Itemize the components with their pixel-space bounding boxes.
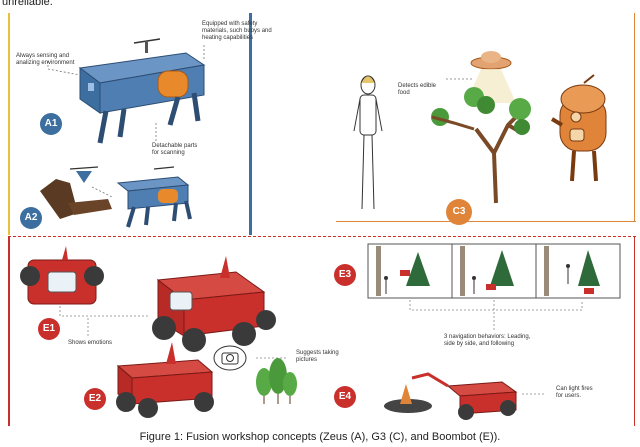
g3-scene [336, 13, 640, 235]
panel-c: Detects edible food C3 [336, 13, 640, 235]
note-emotions: Shows emotions [68, 340, 112, 347]
note-safety: Equipped with safety materials, such buo… [202, 21, 272, 42]
note-navigation: 3 navigation behaviors: Leading, side by… [444, 334, 530, 348]
badge-c3: C3 [446, 199, 472, 225]
figure-caption: Figure 1: Fusion workshop concepts (Zeus… [0, 431, 640, 443]
panel-e: Shows emotions Suggests taking pictures … [8, 236, 638, 426]
note-sensing: Always sensing and analizing environment [16, 53, 74, 67]
badge-e3: E3 [334, 264, 356, 286]
top-text: unreliable. [2, 0, 53, 8]
note-detachable: Detachable parts for scanning [152, 143, 197, 157]
badge-e4: E4 [334, 386, 356, 408]
badge-a1: A1 [40, 113, 62, 135]
note-edible-food: Detects edible food [398, 83, 436, 97]
badge-a2: A2 [20, 207, 42, 229]
badge-e2: E2 [84, 388, 106, 410]
badge-e1: E1 [38, 318, 60, 340]
panel-a: Always sensing and analizing environment… [8, 13, 258, 235]
note-pictures: Suggests taking pictures [296, 350, 339, 364]
note-fires: Can light fires for users. [556, 386, 593, 400]
